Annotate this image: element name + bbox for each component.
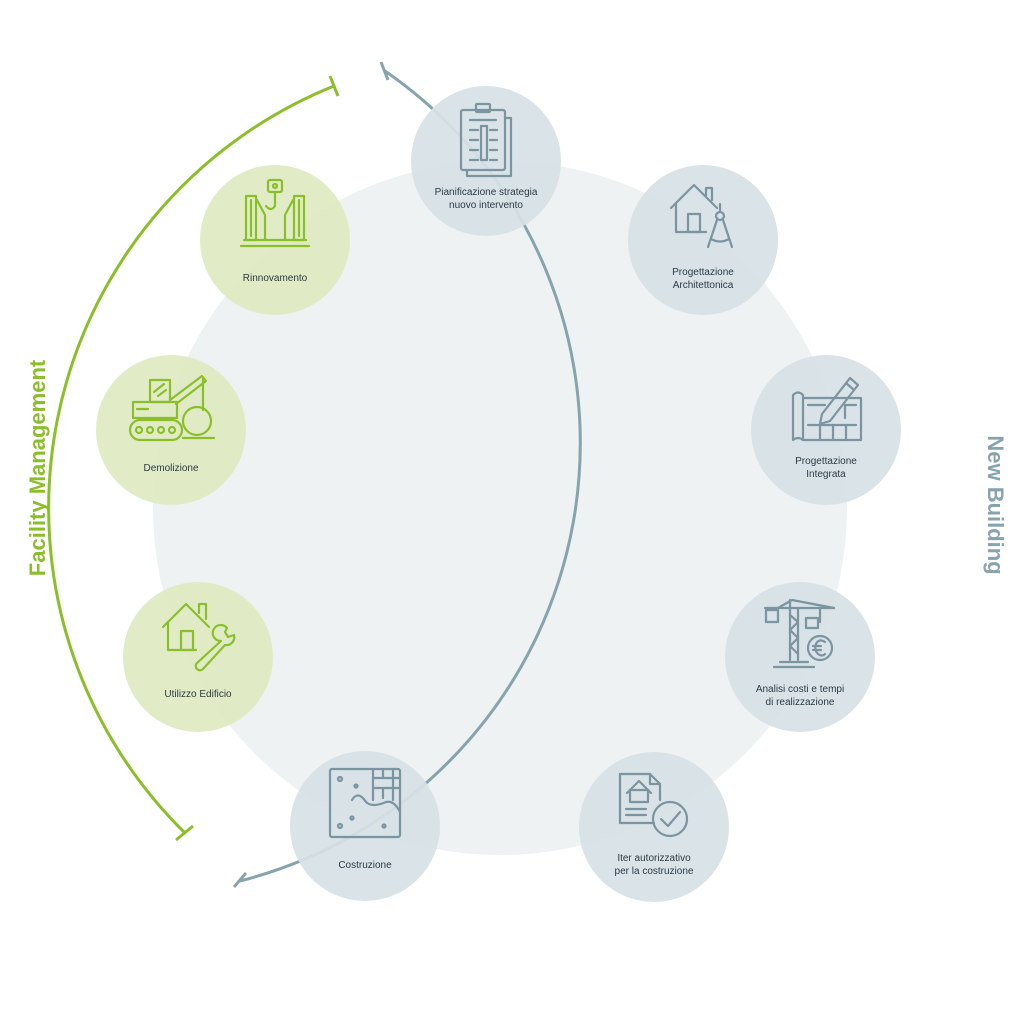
node-label: Rinnovamento xyxy=(243,273,308,284)
node-label: Analisi costi e tempi xyxy=(756,684,844,695)
node-label: Demolizione xyxy=(143,463,198,474)
node-label: nuovo intervento xyxy=(449,200,523,211)
hook-frame-icon xyxy=(239,178,311,248)
node-label: Architettonica xyxy=(673,280,734,291)
house-compass-icon xyxy=(669,183,734,249)
node-iter-autorizzativo: Iter autorizzativo per la costruzione xyxy=(579,752,729,902)
house-wrench-icon xyxy=(161,602,236,672)
node-label: Integrata xyxy=(806,469,846,480)
wrecking-crane-icon xyxy=(128,374,216,442)
node-label: Iter autorizzativo xyxy=(617,853,691,864)
document-check-icon xyxy=(618,772,689,838)
node-utilizzo-edificio: Utilizzo Edificio xyxy=(123,582,273,732)
blueprint-pencil-icon xyxy=(791,376,863,442)
facility-management-title: Facility Management xyxy=(25,359,50,576)
node-label: Utilizzo Edificio xyxy=(164,689,232,700)
node-pianificazione: Pianificazione strategia nuovo intervent… xyxy=(411,86,561,236)
new-building-title: New Building xyxy=(983,435,1008,574)
node-progettazione-architettonica: Progettazione Architettonica xyxy=(628,165,778,315)
facility-management-arc xyxy=(47,75,340,842)
node-rinnovamento: Rinnovamento xyxy=(200,165,350,315)
node-label: per la costruzione xyxy=(615,866,694,877)
node-label: Progettazione xyxy=(795,456,857,467)
node-demolizione: Demolizione xyxy=(96,355,246,505)
node-label: Costruzione xyxy=(338,860,392,871)
node-label: Progettazione xyxy=(672,267,734,278)
node-analisi-costi: Analisi costi e tempi di realizzazione xyxy=(725,582,875,732)
node-label: Pianificazione strategia xyxy=(435,187,538,198)
node-label: di realizzazione xyxy=(766,697,835,708)
crane-euro-icon xyxy=(763,598,836,669)
clipboard-icon xyxy=(459,102,513,178)
center-circle xyxy=(153,161,847,855)
node-costruzione: Costruzione xyxy=(290,751,440,901)
node-progettazione-integrata: Progettazione Integrata xyxy=(751,355,901,505)
brick-wall-icon xyxy=(328,767,402,839)
